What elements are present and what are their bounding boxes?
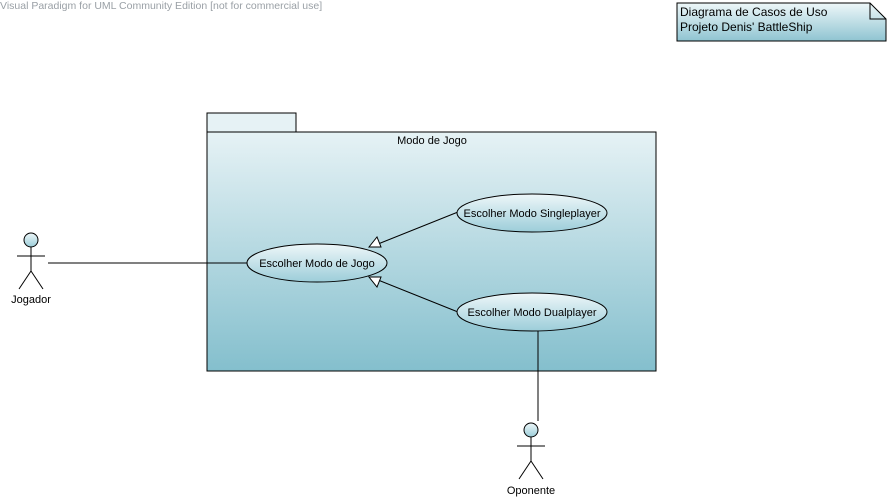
package-title: Modo de Jogo xyxy=(397,135,467,147)
note-fold xyxy=(869,3,886,20)
actor-jogador[interactable]: Jogador xyxy=(11,232,51,306)
actor-jogador-label: Jogador xyxy=(11,294,51,306)
note-shape xyxy=(676,2,887,42)
usecase-escolher-modo-dualplayer[interactable]: Escolher Modo Dualplayer xyxy=(456,292,608,332)
watermark-text: Visual Paradigm for UML Community Editio… xyxy=(0,0,323,12)
note-line-1: Diagrama de Casos de Uso xyxy=(680,5,828,19)
actor-figure-icon xyxy=(17,232,45,290)
usecase-main-ellipse xyxy=(246,243,388,283)
usecase-singleplayer-ellipse xyxy=(456,193,608,233)
generalization-singleplayer-line[interactable] xyxy=(377,211,459,245)
generalization-dualplayer-arrowhead xyxy=(367,276,382,288)
usecase-dualplayer-label: Escolher Modo Dualplayer xyxy=(467,307,596,319)
usecase-singleplayer-label: Escolher Modo Singleplayer xyxy=(464,208,601,220)
generalization-singleplayer-arrowhead xyxy=(367,236,382,248)
actor-oponente[interactable]: Oponente xyxy=(507,422,555,497)
usecase-escolher-modo-singleplayer[interactable]: Escolher Modo Singleplayer xyxy=(456,193,608,233)
package-modo-de-jogo[interactable]: Modo de Jogo xyxy=(206,112,657,372)
note-line-2: Projeto Denis' BattleShip xyxy=(680,20,813,34)
usecase-main-label: Escolher Modo de Jogo xyxy=(259,258,375,270)
diagram-note[interactable]: Diagrama de Casos de Uso Projeto Denis' … xyxy=(676,2,887,42)
usecase-dualplayer-ellipse xyxy=(456,292,608,332)
generalization-dualplayer-line[interactable] xyxy=(377,279,459,313)
actor-oponente-label: Oponente xyxy=(507,485,555,497)
usecase-escolher-modo-de-jogo[interactable]: Escolher Modo de Jogo xyxy=(246,243,388,283)
actor-figure-icon xyxy=(517,422,545,480)
package-tab xyxy=(206,112,297,133)
